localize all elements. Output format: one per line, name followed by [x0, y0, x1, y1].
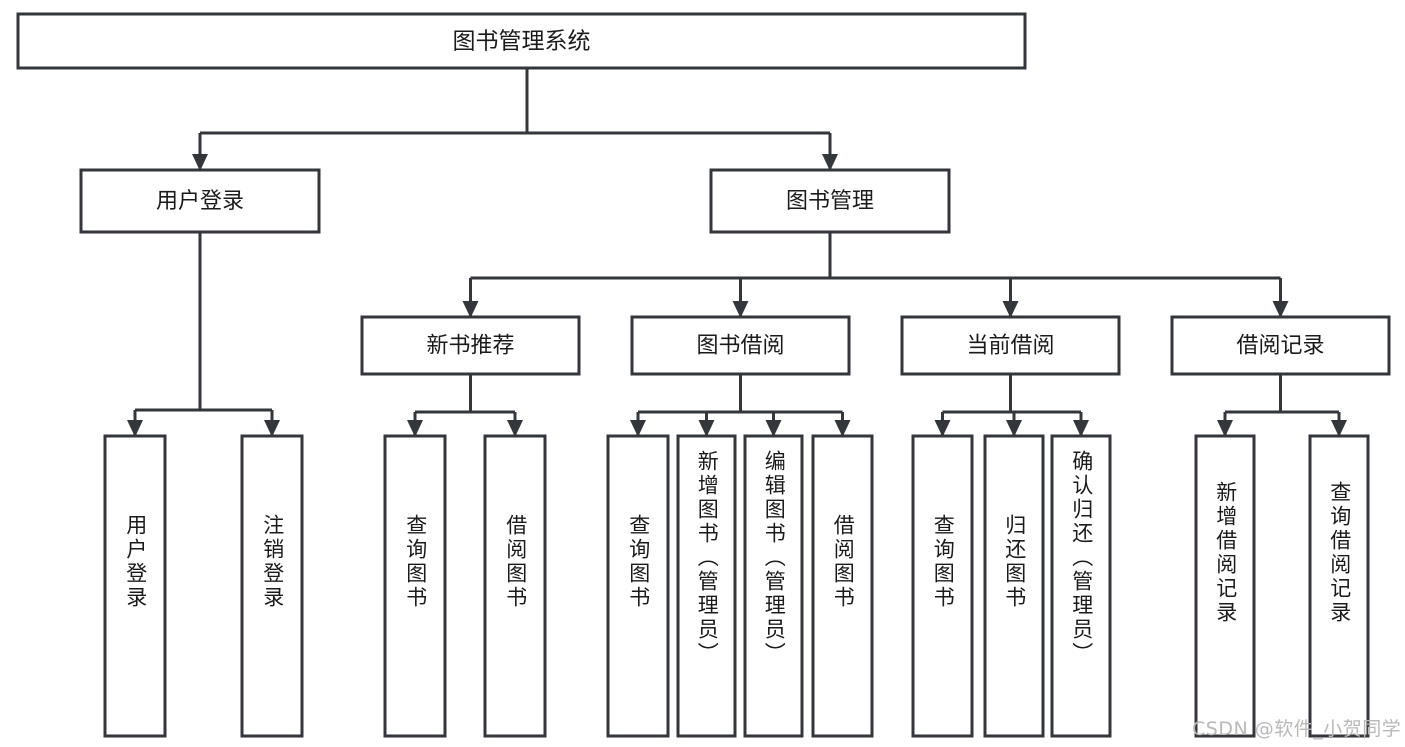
connector-layer	[127, 68, 1347, 437]
arrow-head	[192, 154, 208, 171]
arrow-head	[407, 420, 423, 437]
node-label-l2-current-borrow: 当前借阅	[966, 334, 1054, 359]
arrow-head	[765, 420, 782, 437]
arrow-head	[822, 154, 838, 171]
arrow-head	[1006, 420, 1022, 437]
node-box-leaf-query-book-rec[interactable]	[383, 434, 447, 738]
arrow-head	[462, 301, 479, 318]
node-box-l2-current-borrow[interactable]	[900, 315, 1121, 376]
arrow-head	[1002, 301, 1019, 318]
node-box-leaf-add-borrow-record[interactable]	[1194, 434, 1256, 738]
node-box-leaf-query-book-borrow[interactable]	[606, 434, 670, 738]
node-box-leaf-return-book[interactable]	[983, 434, 1045, 738]
node-box-l2-book-borrow[interactable]	[630, 315, 851, 376]
node-box-leaf-confirm-return-admin[interactable]	[1050, 434, 1112, 738]
node-box-l1-user-login[interactable]	[79, 168, 321, 234]
node-label-l1-user-login: 用户登录	[156, 189, 244, 214]
arrow-head	[127, 420, 143, 437]
arrow-head	[1073, 420, 1089, 437]
csdn-watermark: CSDN @软件_小贺同学	[1192, 718, 1402, 740]
node-box-leaf-edit-book-admin[interactable]	[743, 434, 804, 738]
arrow-head	[698, 420, 715, 437]
node-box-leaf-query-borrow-record[interactable]	[1308, 434, 1370, 738]
node-box-l2-new-book-rec[interactable]	[360, 315, 581, 376]
node-box-l2-borrow-record[interactable]	[1170, 315, 1391, 376]
arrow-head	[630, 420, 646, 437]
node-box-leaf-borrow-book[interactable]	[811, 434, 874, 738]
node-label-l2-new-book-rec: 新书推荐	[426, 334, 514, 359]
arrow-head	[1217, 420, 1233, 437]
node-box-leaf-add-book-admin[interactable]	[676, 434, 737, 738]
arrow-head	[834, 420, 851, 437]
node-box-leaf-user-login[interactable]	[103, 434, 167, 738]
arrow-head	[264, 420, 280, 437]
node-box-leaf-borrow-book-rec[interactable]	[483, 434, 547, 738]
arrow-head	[1331, 420, 1347, 437]
node-label-l1-book-manage: 图书管理	[786, 189, 874, 214]
node-box-leaf-query-book-current[interactable]	[911, 434, 974, 738]
node-label-root: 图书管理系统	[453, 29, 591, 55]
node-box-leaf-logout[interactable]	[240, 434, 304, 738]
node-box-l1-book-manage[interactable]	[709, 168, 951, 234]
node-box-layer	[16, 12, 1391, 738]
arrow-head	[1272, 301, 1289, 318]
arrow-head	[507, 420, 523, 437]
node-label-l2-borrow-record: 借阅记录	[1236, 334, 1324, 359]
node-box-root[interactable]	[16, 12, 1027, 70]
arrow-head	[732, 301, 749, 318]
node-label-l2-book-borrow: 图书借阅	[696, 334, 784, 359]
arrow-head	[934, 420, 951, 437]
